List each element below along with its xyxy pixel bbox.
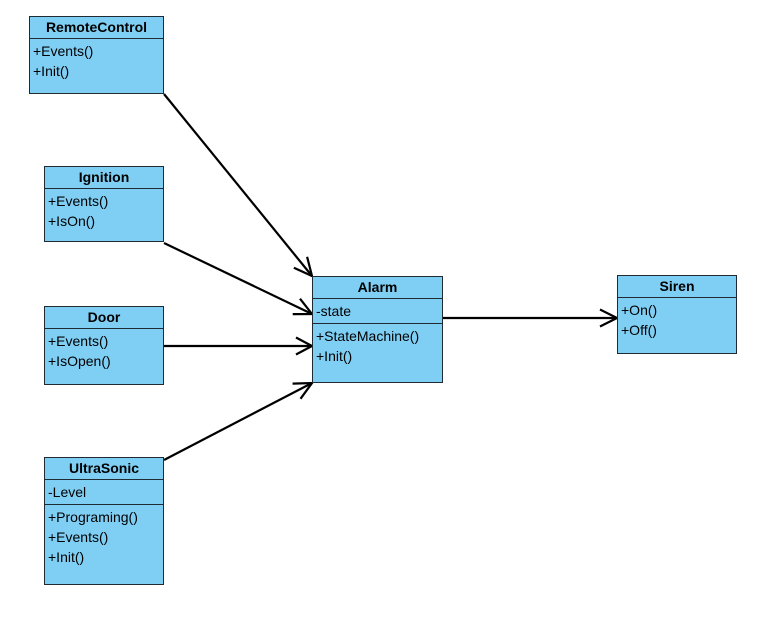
operation: +Events() — [33, 43, 94, 59]
operations-section: +Events() +Init() — [30, 39, 163, 83]
class-name: Siren — [618, 276, 736, 298]
class-ultrasonic[interactable]: UltraSonic -Level +Programing() +Events(… — [44, 457, 164, 585]
operation: +Events() — [48, 193, 109, 209]
class-remotecontrol[interactable]: RemoteControl +Events() +Init() — [29, 16, 164, 94]
operation: +Off() — [621, 322, 657, 338]
operation: +StateMachine() — [316, 328, 420, 344]
association-remotecontrol-alarm — [163, 93, 313, 277]
operations-section: +On() +Off() — [618, 298, 736, 342]
operations-section: +StateMachine() +Init() — [313, 324, 442, 368]
operation: +Programing() — [48, 509, 138, 525]
operation: +IsOpen() — [48, 353, 111, 369]
association-ultrasonic-alarm — [163, 382, 313, 461]
operation: +IsOn() — [48, 213, 96, 229]
class-name: Door — [45, 307, 163, 329]
operations-section: +Programing() +Events() +Init() — [45, 505, 163, 569]
class-ignition[interactable]: Ignition +Events() +IsOn() — [44, 166, 164, 242]
class-alarm[interactable]: Alarm -state +StateMachine() +Init() — [312, 276, 443, 383]
operation: +Init() — [33, 63, 70, 79]
attribute: -state — [316, 303, 352, 319]
operation: +Events() — [48, 529, 109, 545]
operations-section: +Events() +IsOn() — [45, 189, 163, 233]
attribute: -Level — [48, 484, 87, 500]
class-name: Alarm — [313, 277, 442, 299]
operation: +Init() — [316, 348, 353, 364]
class-name: UltraSonic — [45, 458, 163, 480]
operation: +Events() — [48, 333, 109, 349]
attributes-section: -state — [313, 299, 442, 324]
operation: +On() — [621, 302, 658, 318]
association-ignition-alarm — [163, 242, 313, 315]
class-siren[interactable]: Siren +On() +Off() — [617, 275, 737, 354]
arrowhead-ultrasonic-alarm — [292, 381, 315, 400]
operation: +Init() — [48, 549, 85, 565]
class-door[interactable]: Door +Events() +IsOpen() — [44, 306, 164, 385]
class-name: RemoteControl — [30, 17, 163, 39]
class-name: Ignition — [45, 167, 163, 189]
operations-section: +Events() +IsOpen() — [45, 329, 163, 373]
attributes-section: -Level — [45, 480, 163, 505]
